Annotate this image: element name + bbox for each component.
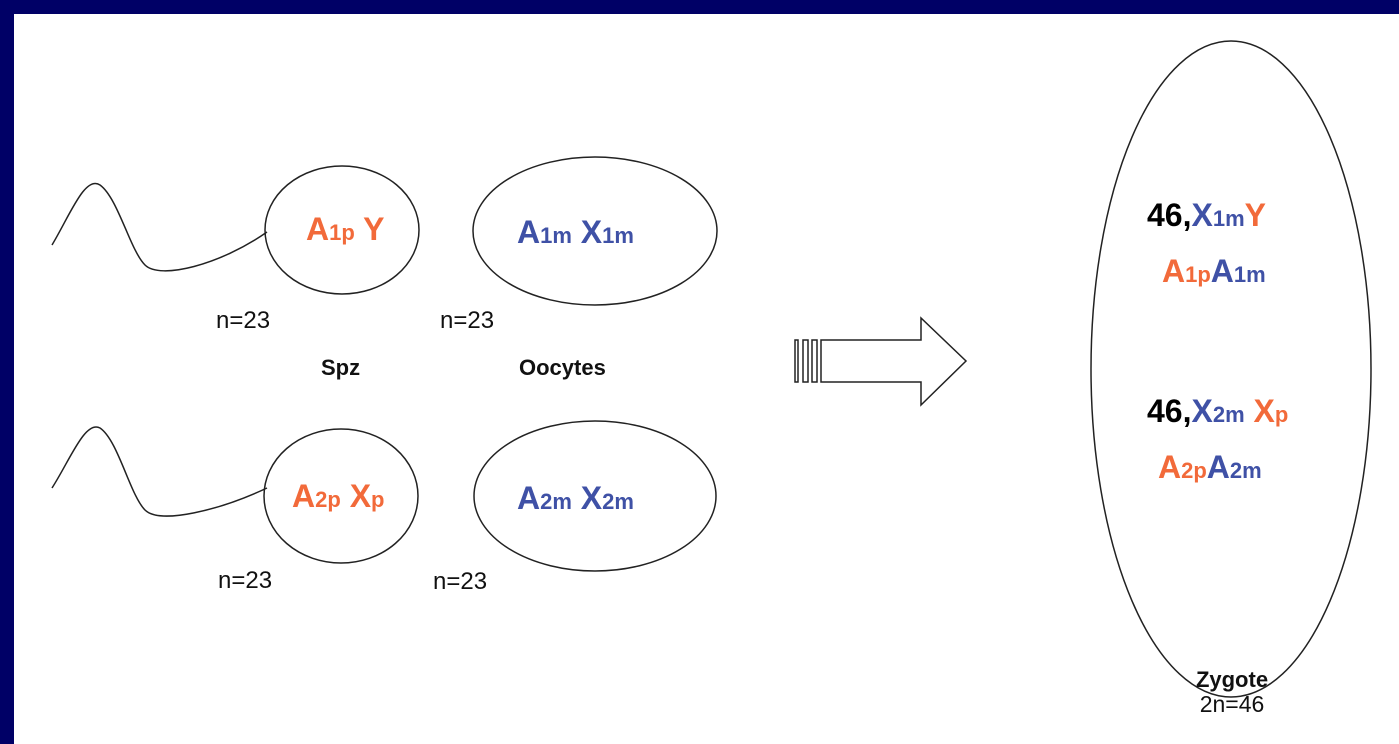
oocyte-1-body [472,156,718,306]
sperm-1-head [264,165,420,295]
sperm-1-ploidy: n=23 [216,307,271,334]
sperm-2-head [263,428,419,564]
sperm-2-tail [51,426,268,517]
sperm-2-sex-chromosome: Xp [349,478,385,514]
sperm-1-autosome: A1p [306,211,355,247]
sperm-1-genotype: A1p Y [306,213,384,245]
zygote-autosomes-1: A1pA1m [1162,253,1266,289]
sperm-1-sex-chromosome: Y [363,211,385,247]
zygote-ploidy: 2n=46 [1199,691,1265,717]
oocyte-2-autosome: A2m [517,480,572,516]
oocytes-caption: Oocytes [519,355,606,380]
fertilization-arrow [794,316,968,407]
oocyte-2-genotype: A2m X2m [517,482,634,514]
zygote-body [1090,40,1372,698]
diagram-panel [14,14,1399,744]
zygote-autosomes-2: A2pA2m [1158,449,1262,485]
zygote-karyotype-2: 46,X2m Xp [1147,393,1289,429]
sperm-2-autosome: A2p [292,478,341,514]
oocyte-1-autosome: A1m [517,214,572,250]
zygote-caption: Zygote [1195,667,1269,692]
oocyte-2-body [473,420,717,572]
sperm-2-ploidy: n=23 [218,567,273,594]
oocyte-2-x-chromosome: X2m [580,480,634,516]
sperm-1-tail [51,182,268,272]
oocyte-2-ploidy: n=23 [433,568,488,595]
oocyte-1-x-chromosome: X1m [580,214,634,250]
sperm-2-genotype: A2p Xp [292,480,384,512]
sperm-caption: Spz [321,355,361,380]
oocyte-1-genotype: A1m X1m [517,216,634,248]
zygote-karyotype-1: 46,X1mY [1147,197,1266,233]
oocyte-1-ploidy: n=23 [440,307,495,334]
